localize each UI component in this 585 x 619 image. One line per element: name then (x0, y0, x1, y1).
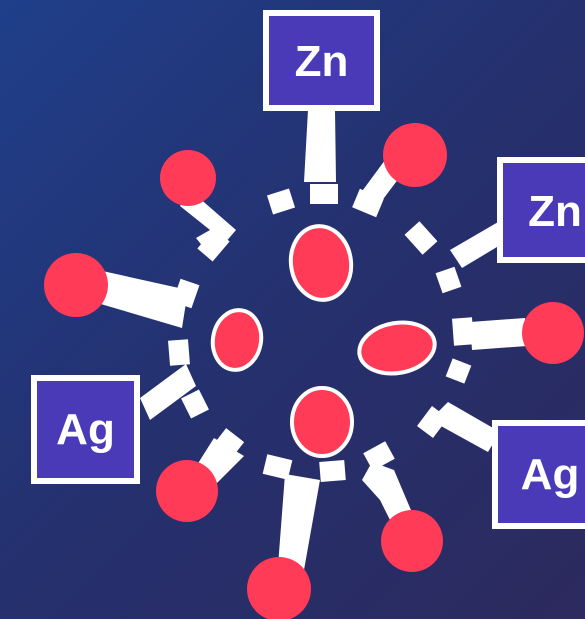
label-ag-right: Ag (492, 420, 585, 529)
tip-upper-left (160, 150, 216, 206)
spike-lower-right-ag (430, 402, 500, 452)
label-zn-right-text: Zn (528, 187, 582, 236)
tip-right (522, 302, 584, 364)
nucleus-bottom (290, 386, 354, 458)
label-zn-right: Zn (497, 157, 585, 263)
tip-bottom-right (381, 510, 443, 572)
label-zn-top-text: Zn (295, 37, 349, 86)
spike-left-ag (140, 364, 196, 420)
virus-membrane (168, 184, 474, 482)
tip-bottom (247, 557, 311, 619)
spike-top (304, 110, 336, 182)
nucleus-right (357, 320, 437, 376)
tip-bottom-left (156, 460, 218, 522)
tip-left (44, 253, 108, 317)
spike-right-zn (450, 218, 512, 268)
spike-upper-left (180, 190, 236, 258)
spike-bottom (278, 474, 320, 570)
virus-nuclei (210, 224, 437, 458)
label-ag-left-text: Ag (56, 405, 115, 454)
tip-upper-right (383, 123, 447, 187)
label-ag-left: Ag (31, 375, 140, 484)
spike-left-dot (94, 270, 188, 328)
nucleus-top (288, 224, 354, 302)
label-zn-top: Zn (263, 10, 380, 111)
nucleus-left (210, 308, 264, 372)
spike-right-dot (470, 318, 527, 350)
label-ag-right-text: Ag (521, 450, 580, 499)
spike-tips (44, 123, 584, 619)
